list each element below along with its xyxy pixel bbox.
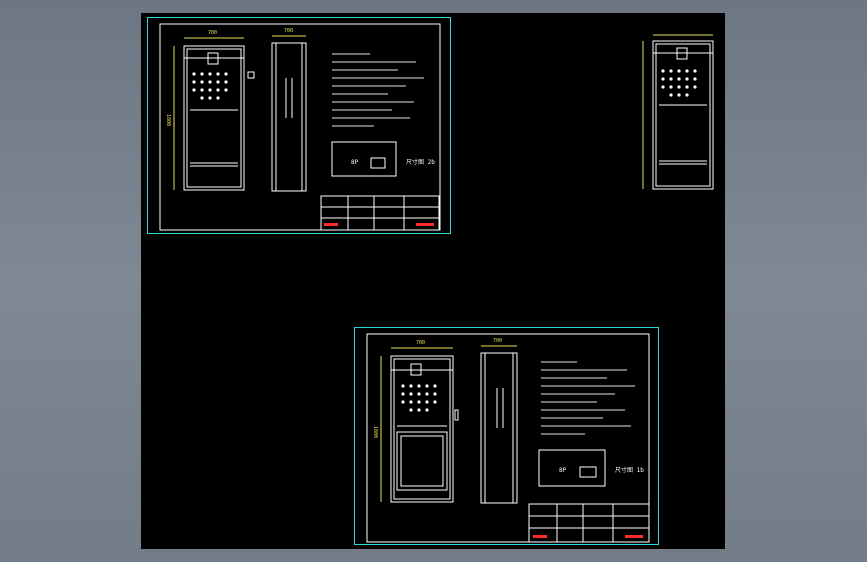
sheet-b-linework (366, 333, 650, 543)
sheet-label: 尺寸图 1b (615, 467, 644, 474)
height-dimension: 1800 (372, 426, 378, 439)
width-dimension: 700 (208, 30, 218, 36)
sheet-label: 尺寸图 2b (406, 159, 435, 166)
side-depth-dimension: 700 (493, 338, 503, 344)
fragment-linework (642, 34, 714, 190)
cad-model-space[interactable]: 700 700 1800 8P 尺寸图 2b (141, 13, 725, 549)
side-depth-dimension: 700 (284, 28, 294, 34)
nameplate-text: 8P (351, 159, 359, 166)
sheet-a-linework (159, 23, 441, 231)
height-dimension: 1800 (165, 114, 171, 127)
nameplate-text: 8P (559, 467, 567, 474)
drawing-sheet-b[interactable]: 700 700 1800 8P 尺寸图 1b (354, 327, 659, 545)
drawing-sheet-a[interactable]: 700 700 1800 8P 尺寸图 2b (147, 17, 451, 234)
drawing-fragment-right[interactable] (631, 33, 725, 193)
width-dimension: 700 (416, 340, 426, 346)
